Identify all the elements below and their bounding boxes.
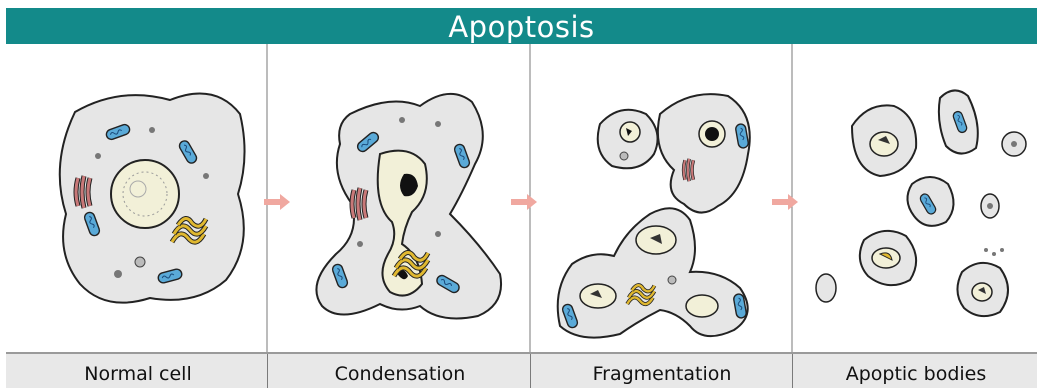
label-divider — [530, 354, 531, 388]
title-bar: Apoptosis — [6, 8, 1037, 44]
normal-cell-illustration — [60, 94, 245, 303]
stage-arrow — [511, 194, 537, 210]
stage-label-normal-cell: Normal cell — [28, 363, 248, 385]
label-divider — [792, 354, 793, 388]
condensing-cell-illustration — [316, 94, 501, 319]
stage-label-fragmentation: Fragmentation — [552, 363, 772, 385]
label-divider — [267, 354, 268, 388]
apoptosis-diagram — [0, 44, 1037, 354]
stage-label-apoptic-bodies: Apoptic bodies — [806, 363, 1026, 385]
diagram-title: Apoptosis — [6, 10, 1037, 44]
apoptic-bodies-illustration — [816, 90, 1026, 316]
stage-label-bar: Normal cell Condensation Fragmentation A… — [6, 352, 1037, 388]
stage-arrow — [264, 194, 290, 210]
nucleus — [111, 160, 179, 228]
stage-arrow — [772, 194, 798, 210]
stage-label-condensation: Condensation — [290, 363, 510, 385]
fragmenting-cell-illustration — [558, 94, 750, 337]
